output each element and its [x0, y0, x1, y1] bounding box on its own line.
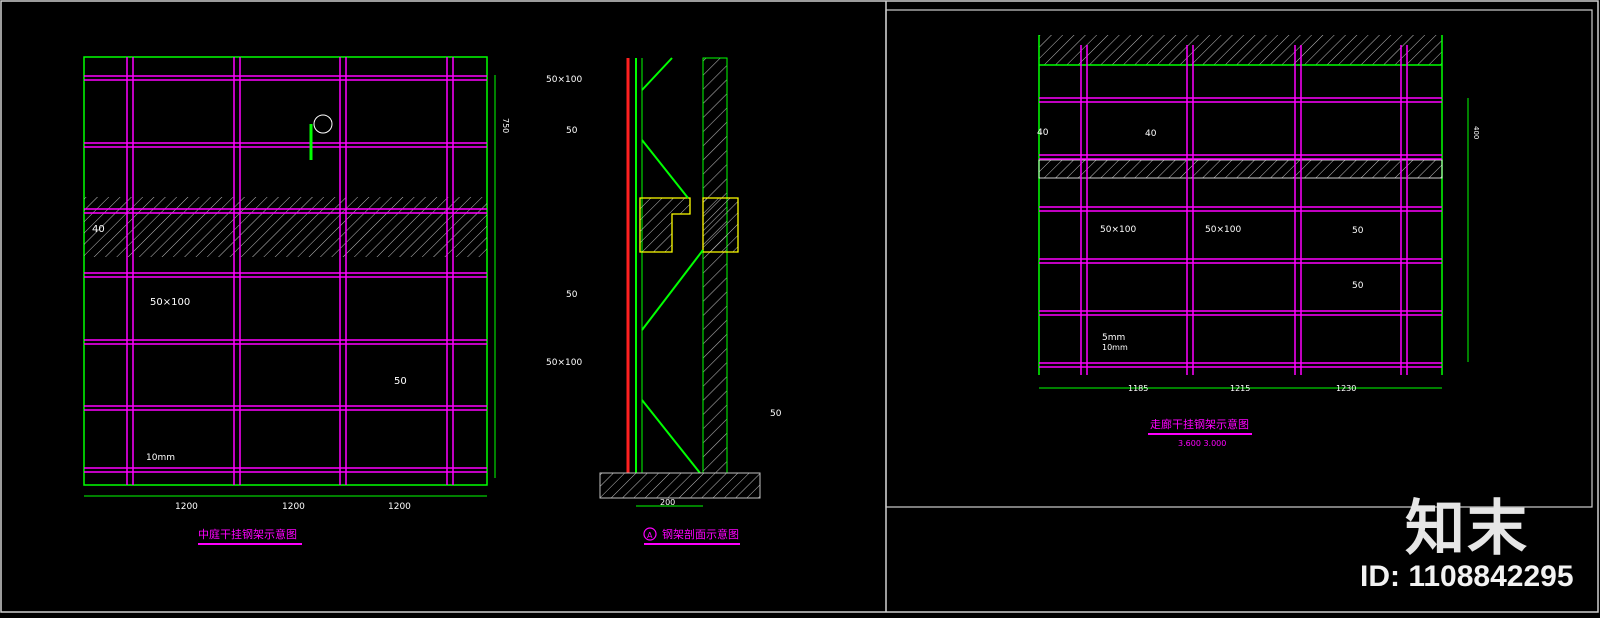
section-brace-2: [641, 249, 704, 331]
section-title-marker-letter: A: [647, 531, 653, 540]
left-elevation: 40 50×100 50 10mm 1200 1200 1200 750 中庭干…: [83, 56, 510, 545]
right-dim-1215: 1215: [1230, 384, 1250, 393]
right-top-slab-hatch: [1039, 35, 1442, 65]
section-marker-circle: [313, 114, 333, 134]
drawing-id-label: ID: 1108842295: [1360, 560, 1574, 593]
section-dim-bottom: 200: [660, 498, 675, 507]
left-label-steel-50x100: 50×100: [150, 297, 190, 308]
left-label-pipe-10mm: 10mm: [146, 453, 175, 463]
zhimo-brand-watermark: 知末: [1405, 494, 1529, 564]
left-label-steel-50: 50: [394, 376, 407, 387]
section-label-50-a: 50: [566, 126, 578, 136]
section-view: 50×100 50 50 50×100 50 200 A 钢架剖面示意图: [546, 57, 782, 545]
right-label-beam-40-a: 40: [1037, 128, 1049, 138]
right-label-pipe-5mm: 5mm: [1102, 333, 1125, 343]
section-brace-3: [641, 399, 701, 474]
right-dim-400: 400: [1472, 126, 1480, 139]
left-elevation-title: 中庭干挂钢架示意图: [198, 527, 297, 541]
section-slab-left: [639, 197, 691, 253]
section-slab-right: [702, 197, 739, 253]
section-title: 钢架剖面示意图: [662, 527, 739, 541]
left-elevation-border: [83, 56, 488, 486]
section-label-50-c: 50: [770, 409, 782, 419]
right-elevation: 40 40 50×100 50×100 50 50 5mm 10mm 1185 …: [1037, 35, 1480, 448]
section-label-50x100-a: 50×100: [546, 75, 582, 85]
right-label-steel-50-a: 50: [1352, 226, 1364, 236]
right-label-pipe-10mm: 10mm: [1102, 343, 1128, 352]
right-elevation-subtitle: 3.600 3.000: [1178, 439, 1226, 448]
section-title-marker: [643, 527, 657, 541]
section-wall-hatch: [702, 57, 728, 474]
left-dim-750: 750: [501, 118, 510, 133]
left-slab-hatch: [84, 197, 487, 257]
right-dim-1185: 1185: [1128, 384, 1148, 393]
section-label-50x100-b: 50×100: [546, 358, 582, 368]
left-label-beam-40: 40: [92, 224, 105, 235]
right-label-steel-50-b: 50: [1352, 281, 1364, 291]
right-elevation-title: 走廊干挂钢架示意图: [1150, 417, 1249, 431]
section-floor: [599, 472, 761, 499]
section-brace-1: [641, 139, 689, 199]
right-sheet-frame: [885, 9, 1593, 508]
right-mid-slab-hatch: [1038, 159, 1443, 179]
left-dim-1200-c: 1200: [388, 502, 411, 512]
right-label-beam-40-b: 40: [1145, 129, 1157, 139]
left-steel-grid: [84, 57, 487, 485]
section-brace-0: [641, 57, 673, 91]
section-label-50-b: 50: [566, 290, 578, 300]
right-label-steel-50x100-a: 50×100: [1100, 225, 1136, 235]
left-dim-1200-b: 1200: [282, 502, 305, 512]
right-label-steel-50x100-b: 50×100: [1205, 225, 1241, 235]
right-steel-grid: [1039, 45, 1442, 375]
left-dim-1200-a: 1200: [175, 502, 198, 512]
right-dim-1230: 1230: [1336, 384, 1356, 393]
